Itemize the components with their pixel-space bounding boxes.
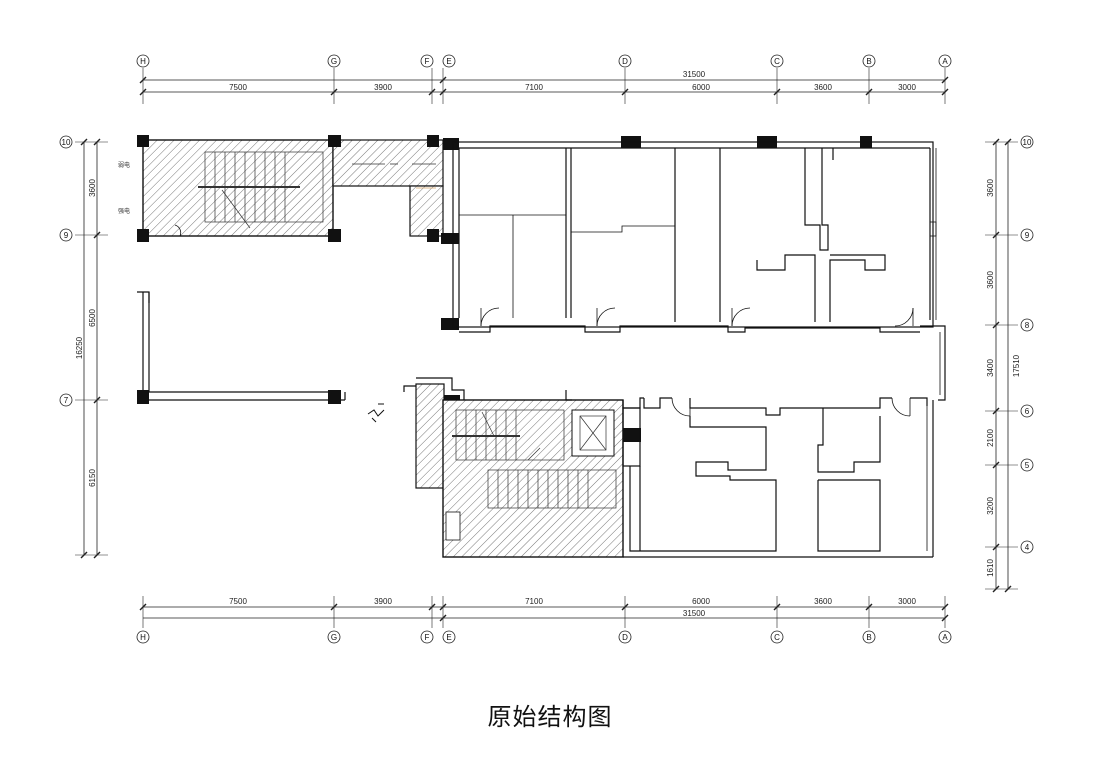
right-dim-5-4: 3200 (986, 497, 995, 515)
right-axis-bubbles (1020, 135, 1034, 554)
axis-label-7-left: 7 (64, 396, 69, 405)
strong-current-label: 强电 (118, 207, 130, 215)
right-dimension-chain (985, 138, 1018, 593)
axis-label-h-top: H (140, 57, 146, 66)
axis-label-10-right: 10 (1023, 138, 1032, 147)
stair-core-upper-left (142, 139, 444, 237)
right-dim-6-5: 2100 (986, 429, 995, 447)
bottom-total-dimension: 31500 (683, 609, 706, 618)
axis-label-d-top: D (622, 57, 628, 66)
right-dim-4-bottom: 1610 (986, 559, 995, 577)
left-dim-7-bottom: 6150 (88, 469, 97, 487)
bottom-dim-e-d: 7100 (525, 597, 543, 606)
axis-label-e-bottom: E (446, 633, 451, 642)
top-dim-g-f: 3900 (374, 83, 392, 92)
lower-core-walls (403, 377, 644, 467)
drawing-title: 原始结构图 (487, 703, 613, 731)
axis-label-h-bottom: H (140, 633, 146, 642)
left-dimension-chain (75, 138, 108, 559)
upper-office-block (452, 141, 946, 401)
bottom-dim-g-f: 3900 (374, 597, 392, 606)
right-dim-8-6: 3400 (986, 359, 995, 377)
bottom-dim-c-b: 3600 (814, 597, 832, 606)
axis-label-6-right: 6 (1025, 407, 1030, 416)
left-dim-9-7: 6500 (88, 309, 97, 327)
top-dim-b-a: 3000 (898, 83, 916, 92)
axis-label-a-bottom: A (942, 633, 948, 642)
left-dim-10-9: 3600 (88, 179, 97, 197)
fixture-symbol (367, 403, 385, 423)
top-dim-e-d: 7100 (525, 83, 543, 92)
axis-label-e-top: E (446, 57, 451, 66)
axis-label-c-bottom: C (774, 633, 780, 642)
axis-label-g-top: G (331, 57, 337, 66)
electrical-marks (352, 163, 436, 189)
axis-label-a-top: A (942, 57, 948, 66)
left-total-dimension: 16250 (75, 336, 84, 359)
axis-label-9-right: 9 (1025, 231, 1030, 240)
axis-label-5-right: 5 (1025, 461, 1030, 470)
axis-label-d-bottom: D (622, 633, 628, 642)
top-dim-h-g: 7500 (229, 83, 247, 92)
axis-label-10-left: 10 (62, 138, 71, 147)
top-dimension-chain (139, 68, 949, 104)
right-total-dimension: 17510 (1012, 354, 1021, 377)
top-dim-c-b: 3600 (814, 83, 832, 92)
stair-core-lower (415, 383, 624, 558)
axis-label-9-left: 9 (64, 231, 69, 240)
left-axis-bubbles (59, 135, 73, 407)
right-dim-10-9: 3600 (986, 179, 995, 197)
axis-label-f-top: F (425, 57, 430, 66)
bottom-dim-b-a: 3000 (898, 597, 916, 606)
top-total-dimension: 31500 (683, 70, 706, 79)
axis-label-4-right: 4 (1025, 543, 1030, 552)
axis-label-b-top: B (866, 57, 871, 66)
bottom-axis-bubbles (136, 630, 952, 644)
top-dim-d-c: 6000 (692, 83, 710, 92)
lower-office-block (623, 397, 934, 558)
bottom-dimension-chain (139, 596, 949, 628)
bottom-dim-h-g: 7500 (229, 597, 247, 606)
bottom-dim-d-c: 6000 (692, 597, 710, 606)
weak-current-label: 弱电 (118, 161, 130, 169)
axis-label-g-bottom: G (331, 633, 337, 642)
right-dim-9-8: 3600 (986, 271, 995, 289)
axis-label-b-bottom: B (866, 633, 871, 642)
axis-label-c-top: C (774, 57, 780, 66)
left-wing-walls (137, 224, 346, 401)
axis-label-8-right: 8 (1025, 321, 1030, 330)
axis-label-f-bottom: F (425, 633, 430, 642)
top-axis-bubbles (136, 54, 952, 68)
